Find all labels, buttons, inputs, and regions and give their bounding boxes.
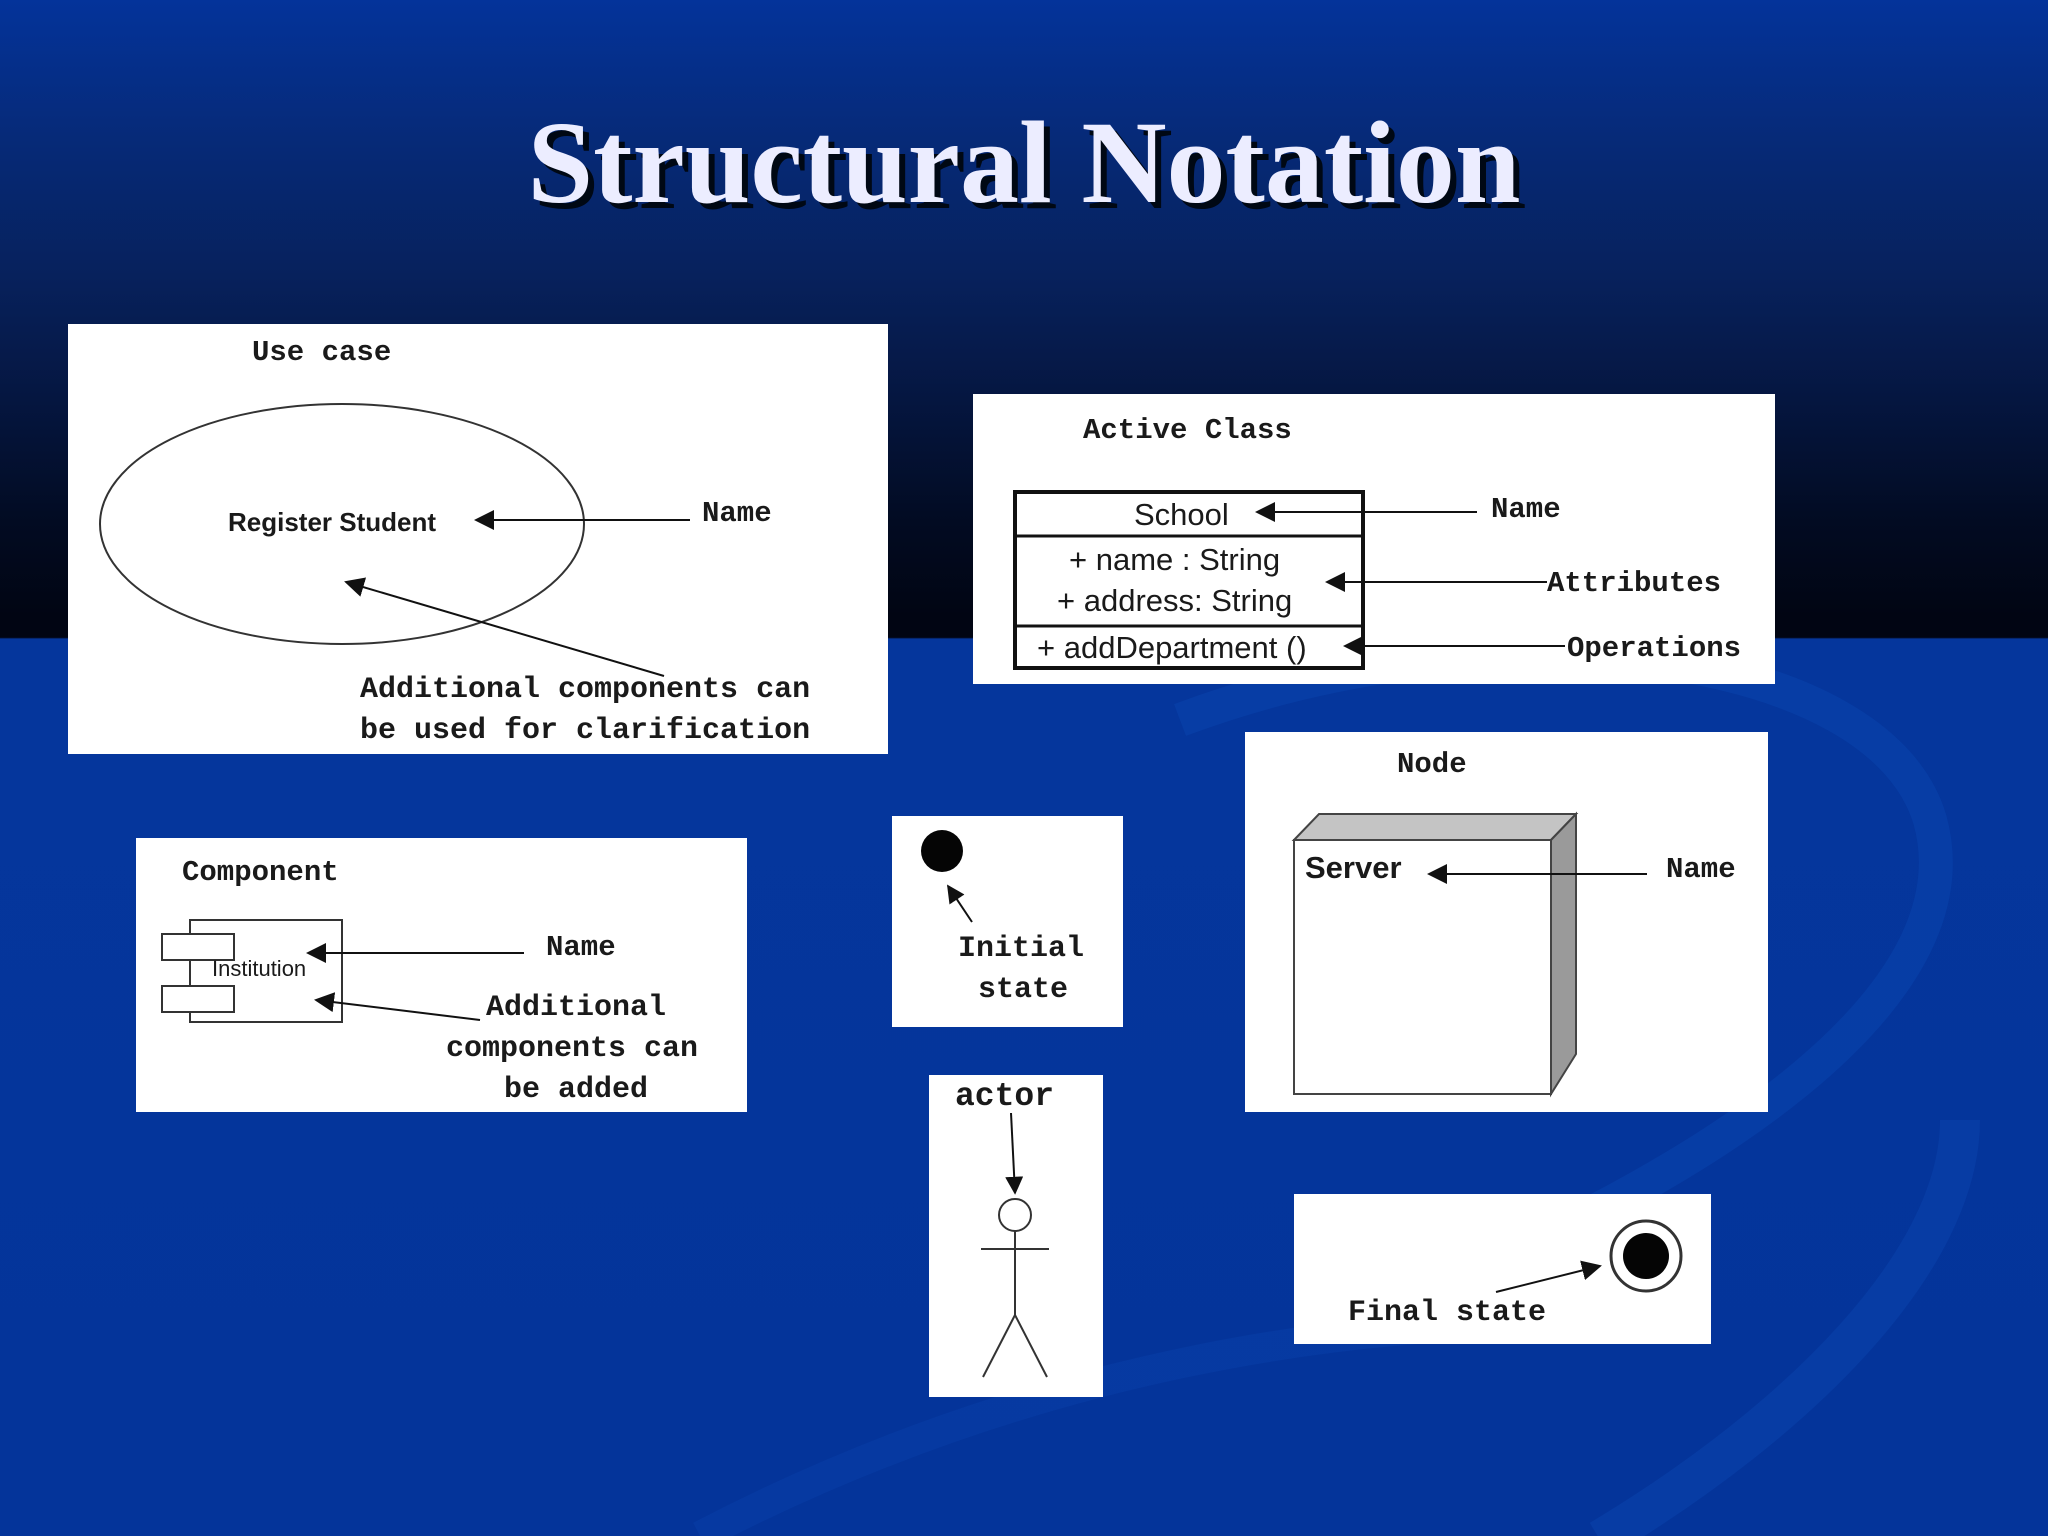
final-state-panel: Final state [1294,1194,1711,1344]
actor-arrow [1005,1112,1024,1195]
initial-state-label-2: state [978,973,1068,1007]
actor-label: actor [955,1078,1054,1115]
initial-state-label-1: Initial [958,932,1084,966]
component-note-line3: be added [504,1073,648,1107]
node-cube [1291,811,1579,1098]
class-operation-1: + addDepartment () [1037,630,1307,665]
class-attribute-1: + name : String [1069,542,1280,577]
component-tab-top [161,933,235,961]
initial-state-arrow [947,884,973,923]
node-heading: Node [1397,748,1467,781]
final-state-icon [1609,1219,1683,1293]
component-tab-bottom [161,985,235,1013]
component-name-label: Name [546,931,616,964]
class-attribute-2: + address: String [1057,583,1292,618]
class-name: School [1134,497,1229,532]
use-case-name-label: Name [702,497,772,530]
actor-stick-figure-icon [981,1198,1049,1378]
use-case-note-arrow [344,577,665,677]
component-note-line1: Additional [486,991,666,1025]
component-panel: Component Institution Name Additional co… [136,838,747,1112]
class-box [1013,490,1365,670]
actor-panel: actor [929,1075,1103,1397]
node-panel: Node Server Name [1245,732,1768,1112]
use-case-ellipse-text: Register Student [228,507,436,537]
slide-title: Structural Notation [527,97,1521,228]
class-operations-label: Operations [1567,632,1741,665]
node-name-label: Name [1666,853,1736,886]
final-state-arrow [1495,1260,1602,1293]
use-case-heading: Use case [252,336,391,369]
initial-state-dot [921,830,963,872]
node-box-text: Server [1305,850,1402,885]
component-box-text: Institution [212,956,306,981]
use-case-note-line1: Additional components can [360,673,810,707]
use-case-note-line2: be used for clarification [360,714,810,748]
active-class-heading: Active Class [1083,414,1292,447]
use-case-ellipse [99,403,585,645]
final-state-label: Final state [1348,1296,1546,1330]
component-note-arrow [314,992,481,1021]
component-heading: Component [182,856,339,889]
active-class-panel: Active Class School + name : String + ad… [973,394,1775,684]
use-case-panel: Use case Register Student Name Additiona… [68,324,888,754]
class-attributes-label: Attributes [1547,567,1721,600]
component-note-line2: components can [446,1032,698,1066]
class-name-label: Name [1491,493,1561,526]
initial-state-panel: Initial state [892,816,1123,1027]
